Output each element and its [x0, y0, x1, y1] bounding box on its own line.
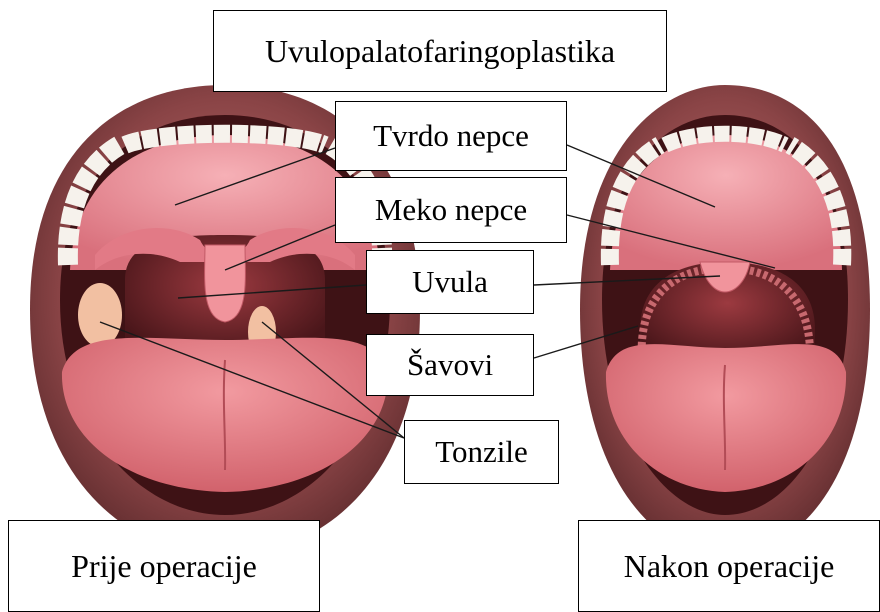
label-uvula: Uvula	[366, 250, 534, 314]
left-tonsil-before	[78, 283, 122, 347]
label-hard-palate: Tvrdo nepce	[335, 101, 567, 171]
label-sutures: Šavovi	[366, 334, 534, 396]
uvula-before	[205, 245, 246, 322]
diagram-title: Uvulopalatofaringoplastika	[213, 10, 667, 92]
caption-after: Nakon operacije	[578, 520, 880, 612]
label-tonsils: Tonzile	[404, 420, 559, 484]
mouth-after-illustration	[580, 85, 870, 555]
label-soft-palate: Meko nepce	[335, 177, 567, 243]
caption-before: Prije operacije	[8, 520, 320, 612]
